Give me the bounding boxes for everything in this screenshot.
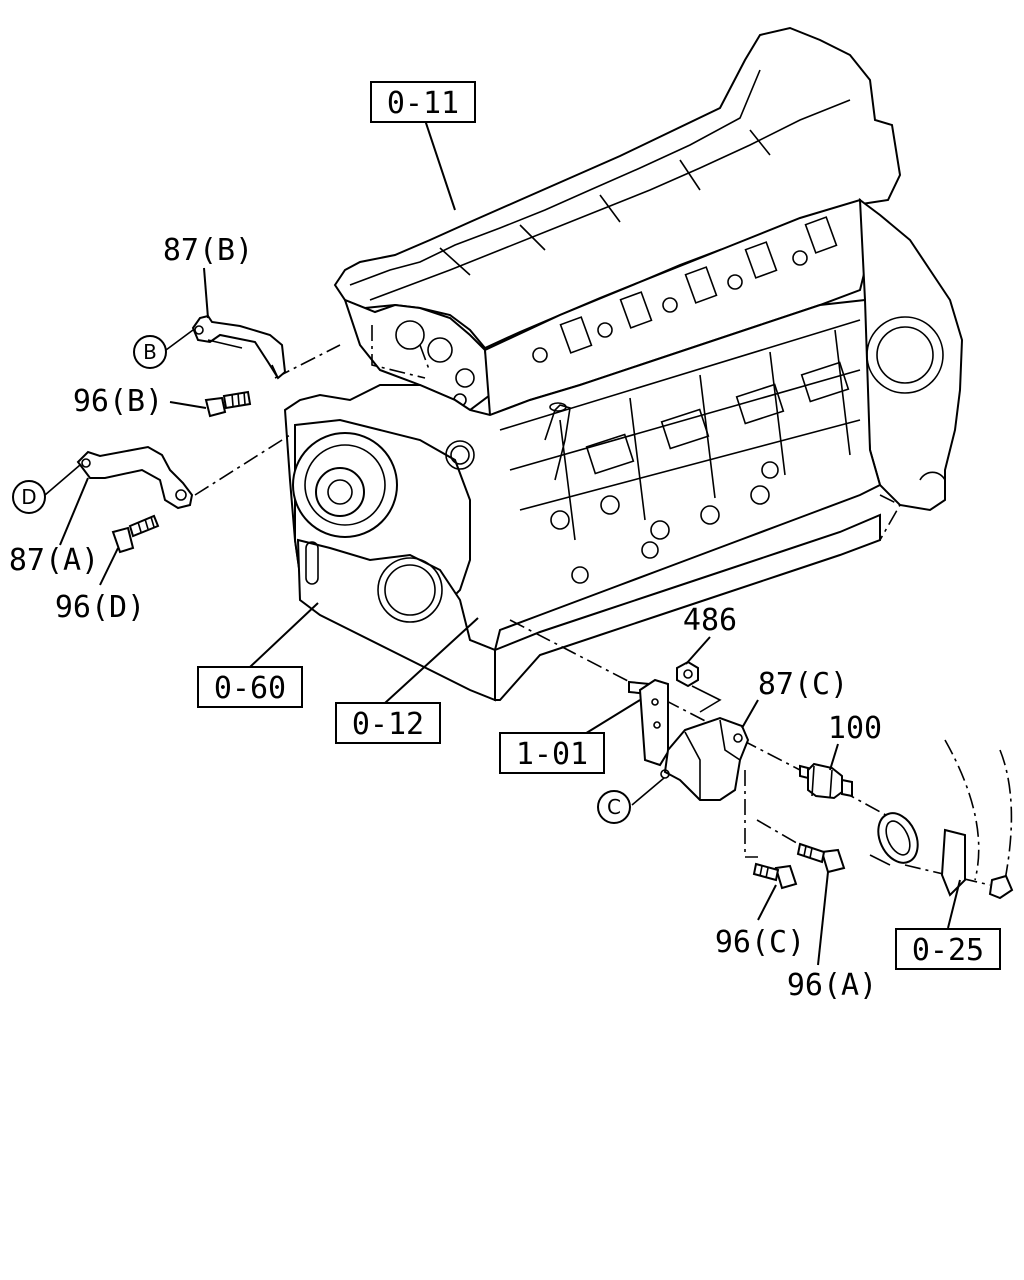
part-label-96b: 96(B) (73, 384, 163, 419)
part-label-87c: 87(C) (758, 667, 848, 702)
bracket-87b (191, 314, 287, 380)
ref-0-11-label: 0-11 (387, 86, 459, 121)
callout-c: C (597, 790, 631, 824)
callout-b-letter: B (143, 340, 157, 364)
callout-d-letter: D (21, 485, 36, 509)
part-label-87b: 87(B) (163, 233, 253, 268)
engine-block (283, 26, 964, 702)
part-label-96d: 96(D) (55, 590, 145, 625)
ref-box-1-01: 1-01 (499, 732, 605, 774)
ref-0-25-label: 0-25 (912, 933, 984, 968)
bracket-87a (76, 445, 194, 510)
ref-0-12-label: 0-12 (352, 707, 424, 742)
callout-c-letter: C (607, 795, 621, 819)
part-label-87a: 87(A) (9, 543, 99, 578)
bolt-96a (796, 842, 846, 874)
ref-box-0-11: 0-11 (370, 81, 476, 123)
part-label-100: 100 (828, 711, 882, 746)
ref-0-60-label: 0-60 (214, 671, 286, 706)
part-label-96c: 96(C) (715, 925, 805, 960)
ref-box-0-60: 0-60 (197, 666, 303, 708)
bracket-87c (638, 678, 750, 801)
part-label-96a: 96(A) (787, 968, 877, 1003)
leader-lines (44, 119, 961, 966)
bolt-96c (752, 862, 798, 890)
sensor-100 (799, 762, 853, 800)
callout-d: D (12, 480, 46, 514)
part-label-486: 486 (683, 603, 737, 638)
callout-b: B (133, 335, 167, 369)
ref-box-0-25: 0-25 (895, 928, 1001, 970)
nut-486 (676, 660, 699, 688)
ref-box-0-12: 0-12 (335, 702, 441, 744)
bolt-96d (111, 514, 160, 554)
housing-0-25 (869, 812, 1014, 900)
ref-1-01-label: 1-01 (516, 737, 588, 772)
bolt-96b (204, 390, 252, 418)
